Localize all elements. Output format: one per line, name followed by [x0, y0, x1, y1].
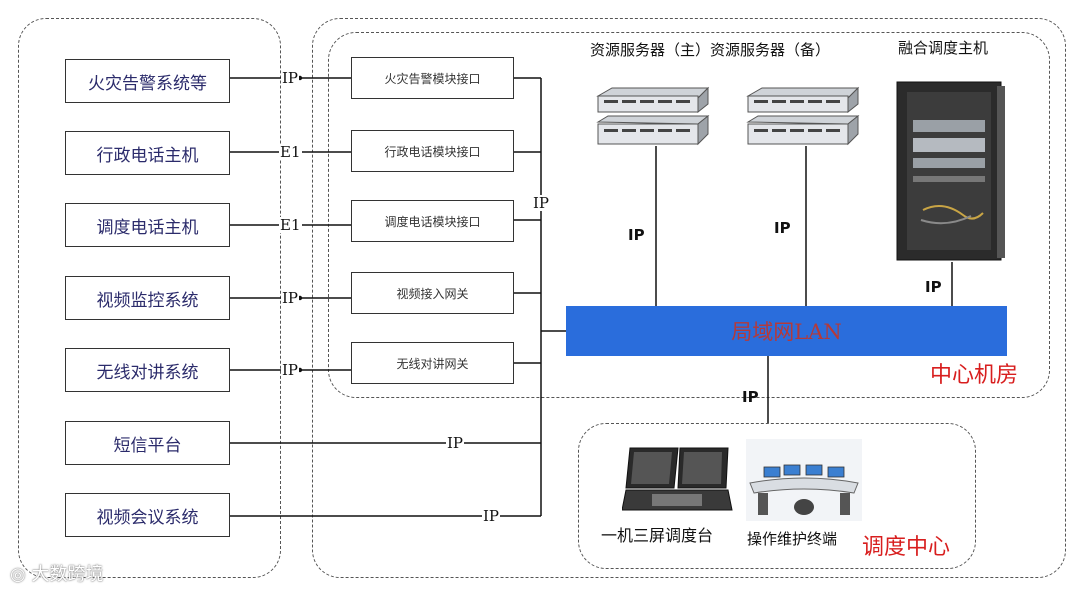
watermark-text: 大数跨境	[31, 564, 104, 585]
terminal-label: 操作维护终端	[747, 530, 838, 548]
machine-room-region	[328, 32, 1050, 398]
admin-phone-host: 行政电话主机	[65, 131, 230, 175]
admin-phone-host-label: 行政电话主机	[96, 145, 199, 166]
dispatch-phone-host: 调度电话主机	[65, 203, 230, 247]
link-label-dispatch-phone: E1	[279, 216, 302, 234]
server-backup-link-label: IP	[774, 219, 791, 237]
link-label-intercom: IP	[281, 361, 300, 379]
link-label-sms: IP	[446, 434, 465, 452]
watermark-icon: ◎	[10, 564, 26, 585]
dispatch-phone-module: 调度电话模块接口	[351, 200, 514, 242]
wireless-intercom-gateway: 无线对讲网关	[351, 342, 514, 384]
link-label-admin-phone: E1	[279, 143, 302, 161]
admin-phone-module-label: 行政电话模块接口	[384, 144, 481, 159]
lan-label: 局域网LAN	[731, 320, 842, 344]
console-label: 一机三屏调度台	[601, 526, 714, 545]
dispatch-phone-module-label: 调度电话模块接口	[384, 214, 481, 229]
wireless-intercom-system: 无线对讲系统	[65, 348, 230, 392]
lan-bar: 局域网LAN	[566, 306, 1007, 356]
dispatch-phone-host-label: 调度电话主机	[96, 217, 199, 238]
wireless-intercom-label: 无线对讲系统	[96, 362, 199, 383]
dispatch-center-region	[578, 423, 976, 569]
link-label-video: IP	[281, 289, 300, 307]
link-label-conference: IP	[482, 507, 501, 525]
fusion-host-title: 融合调度主机	[898, 39, 989, 57]
sms-platform: 短信平台	[65, 421, 230, 465]
watermark: ◎ 大数跨境	[10, 560, 103, 586]
wireless-intercom-gateway-label: 无线对讲网关	[396, 356, 469, 371]
operation-terminal-icon	[746, 439, 862, 521]
machine-room-label: 中心机房	[930, 363, 1019, 388]
link-label-fire: IP	[281, 69, 300, 87]
server-main-link-label: IP	[628, 226, 645, 244]
video-surveillance-label: 视频监控系统	[96, 290, 199, 311]
fire-alarm-module-label: 火灾告警模块接口	[384, 71, 481, 86]
video-access-gateway-label: 视频接入网关	[396, 286, 469, 301]
bus-link-label: IP	[532, 194, 551, 212]
center-link-label: IP	[742, 388, 759, 406]
fire-alarm-module: 火灾告警模块接口	[351, 57, 514, 99]
dispatch-center-label: 调度中心	[862, 535, 951, 560]
resource-servers-title: 资源服务器（主）资源服务器（备）	[590, 41, 831, 59]
video-access-gateway: 视频接入网关	[351, 272, 514, 314]
video-conference-system: 视频会议系统	[65, 493, 230, 537]
fire-alarm-system-label: 火灾告警系统等	[88, 73, 207, 94]
admin-phone-module: 行政电话模块接口	[351, 130, 514, 172]
dispatch-console-icon	[622, 447, 733, 511]
server-rack-icon	[896, 81, 1005, 261]
sms-platform-label: 短信平台	[113, 435, 182, 456]
main-server-icon	[596, 86, 710, 146]
video-conference-label: 视频会议系统	[96, 507, 199, 528]
video-surveillance-system: 视频监控系统	[65, 276, 230, 320]
fusion-link-label: IP	[925, 278, 942, 296]
fire-alarm-system: 火灾告警系统等	[65, 59, 230, 103]
backup-server-icon	[746, 86, 860, 146]
